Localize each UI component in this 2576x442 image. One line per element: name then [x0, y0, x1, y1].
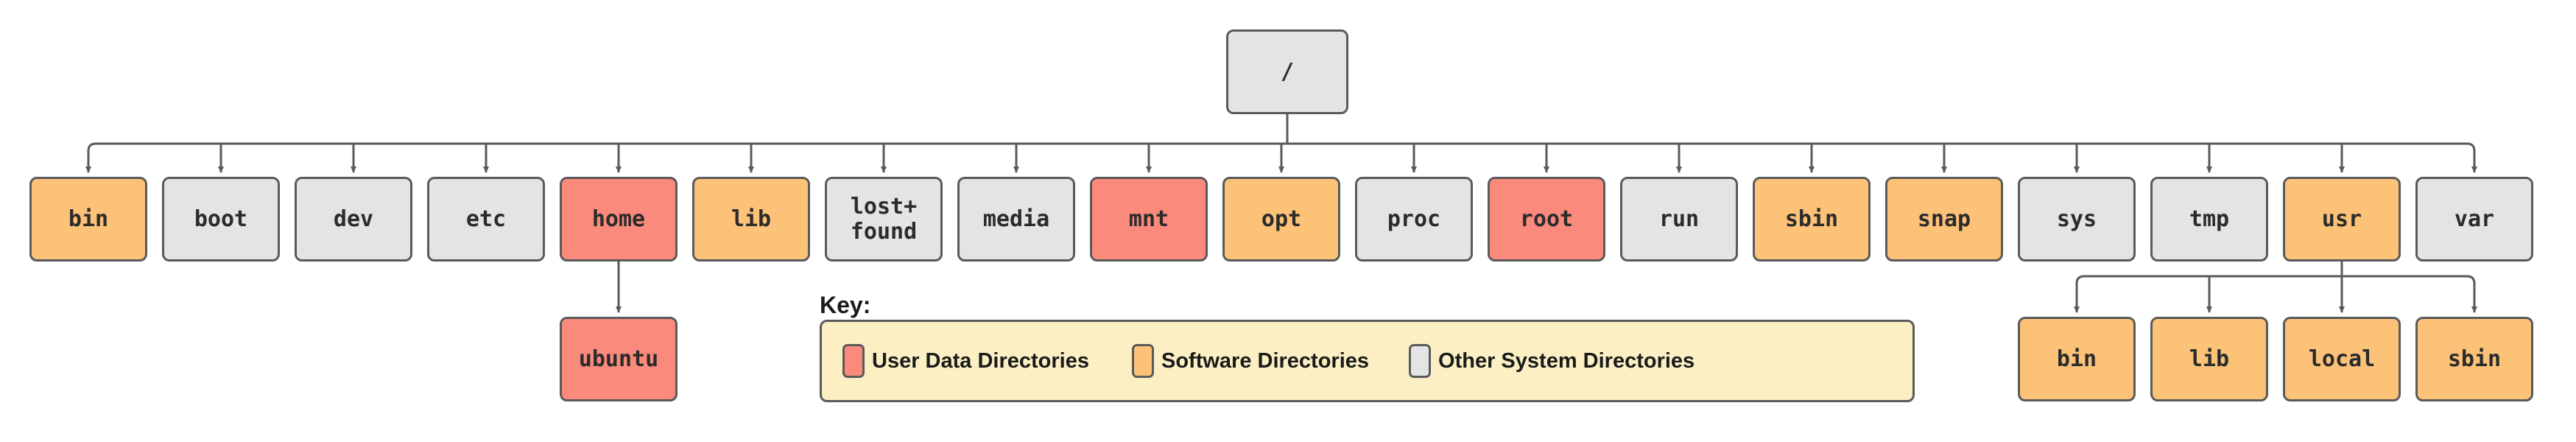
- node-root[interactable]: root: [1488, 177, 1605, 262]
- node-opt[interactable]: opt: [1222, 177, 1340, 262]
- node-media[interactable]: media: [957, 177, 1075, 262]
- legend-swatch-user-data: [842, 344, 865, 378]
- node-etc[interactable]: etc: [427, 177, 545, 262]
- node-sys[interactable]: sys: [2018, 177, 2136, 262]
- node-run[interactable]: run: [1620, 177, 1738, 262]
- node-home[interactable]: home: [560, 177, 678, 262]
- node-lib[interactable]: lib: [692, 177, 810, 262]
- node-boot[interactable]: boot: [162, 177, 280, 262]
- node-var[interactable]: var: [2415, 177, 2533, 262]
- node-root[interactable]: /: [1226, 29, 1348, 114]
- legend-label-user-data: User Data Directories: [872, 348, 1089, 373]
- node-usr-sbin[interactable]: sbin: [2415, 317, 2533, 401]
- legend-item-user-data: User Data Directories: [842, 344, 1089, 378]
- legend-label-software: Software Directories: [1161, 348, 1370, 373]
- node-bin[interactable]: bin: [29, 177, 147, 262]
- node-usr[interactable]: usr: [2283, 177, 2401, 262]
- node-home-ubuntu[interactable]: ubuntu: [560, 317, 678, 401]
- legend-title: Key:: [820, 292, 871, 318]
- legend-swatch-other-system: [1409, 344, 1432, 378]
- legend-swatch-software: [1131, 344, 1154, 378]
- node-usr-bin[interactable]: bin: [2018, 317, 2136, 401]
- node-dev[interactable]: dev: [295, 177, 412, 262]
- legend-label-other-system: Other System Directories: [1438, 348, 1695, 373]
- legend-box: User Data Directories Software Directori…: [820, 320, 1915, 402]
- node-snap[interactable]: snap: [1885, 177, 2003, 262]
- legend-item-software: Software Directories: [1131, 344, 1370, 378]
- node-usr-local[interactable]: local: [2283, 317, 2401, 401]
- node-tmp[interactable]: tmp: [2150, 177, 2268, 262]
- node-usr-lib[interactable]: lib: [2150, 317, 2268, 401]
- legend-item-other-system: Other System Directories: [1409, 344, 1695, 378]
- node-sbin[interactable]: sbin: [1753, 177, 1871, 262]
- node-mnt[interactable]: mnt: [1090, 177, 1208, 262]
- node-proc[interactable]: proc: [1355, 177, 1473, 262]
- node-lost--found[interactable]: lost+ found: [825, 177, 943, 262]
